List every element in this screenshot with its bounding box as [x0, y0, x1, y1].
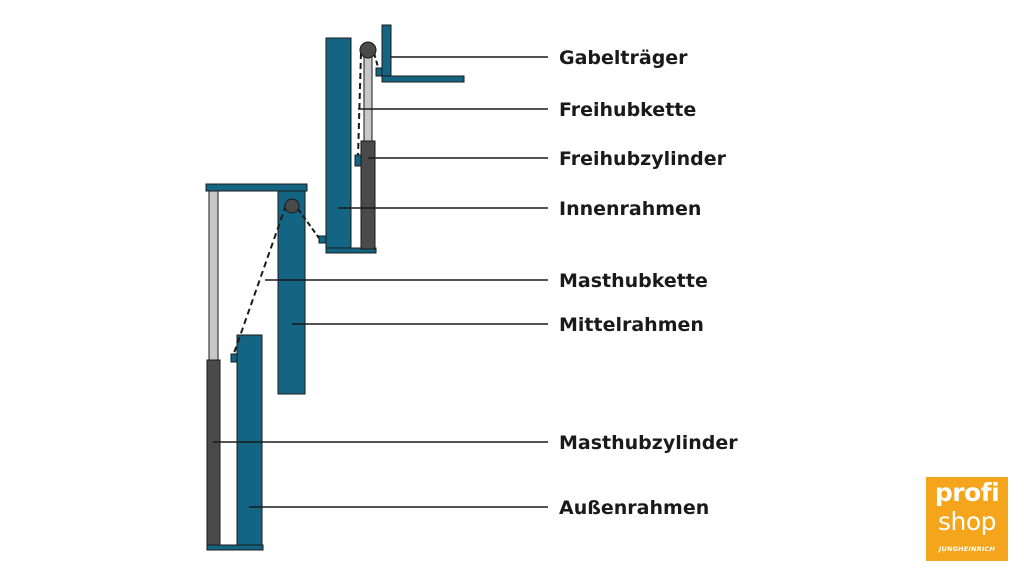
fork-carriage-upright [381, 24, 392, 81]
outer-frame-base-plate [206, 544, 264, 551]
label-mittelrahmen: Mittelrahmen [559, 314, 704, 336]
mast-lift-chain-inner [297, 208, 320, 239]
logo-line-shop: shop [937, 507, 997, 536]
inner-frame-base-plate [325, 247, 377, 254]
profishop-logo: profi shop JUNGHEINRICH [926, 477, 1008, 561]
logo-line-jungheinrich: JUNGHEINRICH [938, 545, 996, 553]
fork-carriage-fork [381, 75, 465, 83]
fork-carriage-chain-anchor [375, 67, 383, 77]
middle-frame [277, 190, 306, 395]
label-masthubkette: Masthubkette [559, 270, 708, 292]
free-lift-pulley [359, 41, 377, 59]
mast-lift-piston-rod [208, 188, 219, 362]
label-freihubzylinder: Freihubzylinder [559, 148, 727, 170]
free-lift-piston-rod [363, 55, 373, 143]
label-gabeltraeger: Gabelträger [559, 47, 688, 69]
inner-chain-anchor [318, 235, 327, 244]
label-freihubkette: Freihubkette [559, 99, 696, 121]
inner-frame [325, 37, 352, 250]
mast-chain-pulley [284, 198, 300, 214]
label-masthubzylinder: Masthubzylinder [559, 432, 738, 454]
label-aussenrahmen: Außenrahmen [559, 497, 709, 519]
outer-frame [236, 334, 263, 547]
free-lift-cylinder [360, 140, 376, 250]
mast-chain-anchor [230, 353, 238, 363]
free-lift-chain [357, 52, 362, 158]
mast-lift-crossbar [205, 183, 308, 192]
logo-line-profi: profi [934, 478, 1000, 507]
free-lift-chain-anchor [354, 154, 362, 167]
mast-lift-chain [232, 204, 287, 357]
mast-lift-cylinder [206, 359, 221, 548]
label-innenrahmen: Innenrahmen [559, 198, 701, 220]
